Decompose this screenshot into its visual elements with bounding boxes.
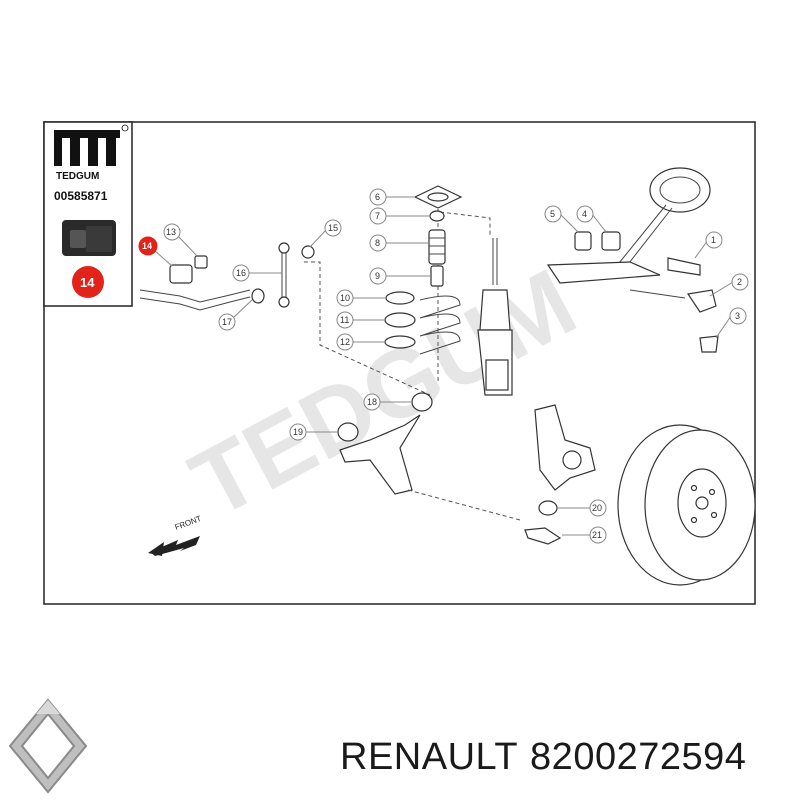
- stabilizer-bar: [139, 255, 265, 311]
- callout-8: 8: [375, 238, 380, 248]
- footer-text: RENAULT 8200272594: [340, 736, 758, 779]
- callout-14: 14: [142, 241, 152, 251]
- exploded-line-2: [439, 211, 491, 235]
- callout-6: 6: [375, 192, 380, 202]
- callout-19: 19: [293, 427, 303, 437]
- callout-1: 1: [711, 235, 716, 245]
- ball-joint: [538, 500, 558, 516]
- callout-18: 18: [367, 397, 377, 407]
- stabilizer-link: [278, 242, 315, 308]
- renault-logo: [8, 698, 88, 794]
- callout-10: 10: [340, 293, 350, 303]
- callout-13: 13: [166, 227, 176, 237]
- front-arrow-icon: [148, 536, 200, 556]
- tie-rod-end-lower: [524, 527, 562, 545]
- footer-oem-number: 8200272594: [530, 736, 747, 778]
- wheel: [617, 424, 756, 586]
- callout-11: 11: [340, 315, 349, 325]
- part-number: 00585871: [54, 189, 108, 203]
- callout-17: 17: [222, 317, 232, 327]
- callouts: 1 2 3 4 5 6 7 8 9 10 11 12 13 14 15 16 1…: [138, 188, 749, 544]
- highlight-badge-label: 14: [80, 275, 95, 290]
- exploded-line-1: [304, 261, 431, 396]
- callout-3: 3: [735, 311, 740, 321]
- callout-21: 21: [592, 530, 602, 540]
- callout-5: 5: [550, 209, 555, 219]
- callout-7: 7: [375, 211, 380, 221]
- callout-4: 4: [582, 209, 587, 219]
- control-arm: [337, 392, 521, 521]
- bushing-photo: [62, 220, 116, 256]
- callout-9: 9: [375, 271, 380, 281]
- callout-12: 12: [340, 337, 350, 347]
- strut-stack: [384, 185, 463, 355]
- callout-16: 16: [236, 268, 246, 278]
- exploded-line-3: [437, 195, 442, 381]
- shock-absorber: [477, 238, 513, 396]
- brand-label: TEDGUM: [56, 171, 99, 182]
- callout-15: 15: [328, 223, 338, 233]
- callout-2: 2: [737, 277, 742, 287]
- footer-maker: RENAULT: [340, 736, 519, 778]
- tedgum-logo: [54, 124, 129, 166]
- inset-box: TEDGUM 00585871 14: [43, 121, 133, 307]
- callout-20: 20: [592, 503, 602, 513]
- steering-knuckle: [534, 404, 596, 491]
- steering-assembly: [546, 167, 719, 353]
- highlight-badge: [72, 266, 104, 298]
- stabilizer-bushing: [169, 264, 193, 284]
